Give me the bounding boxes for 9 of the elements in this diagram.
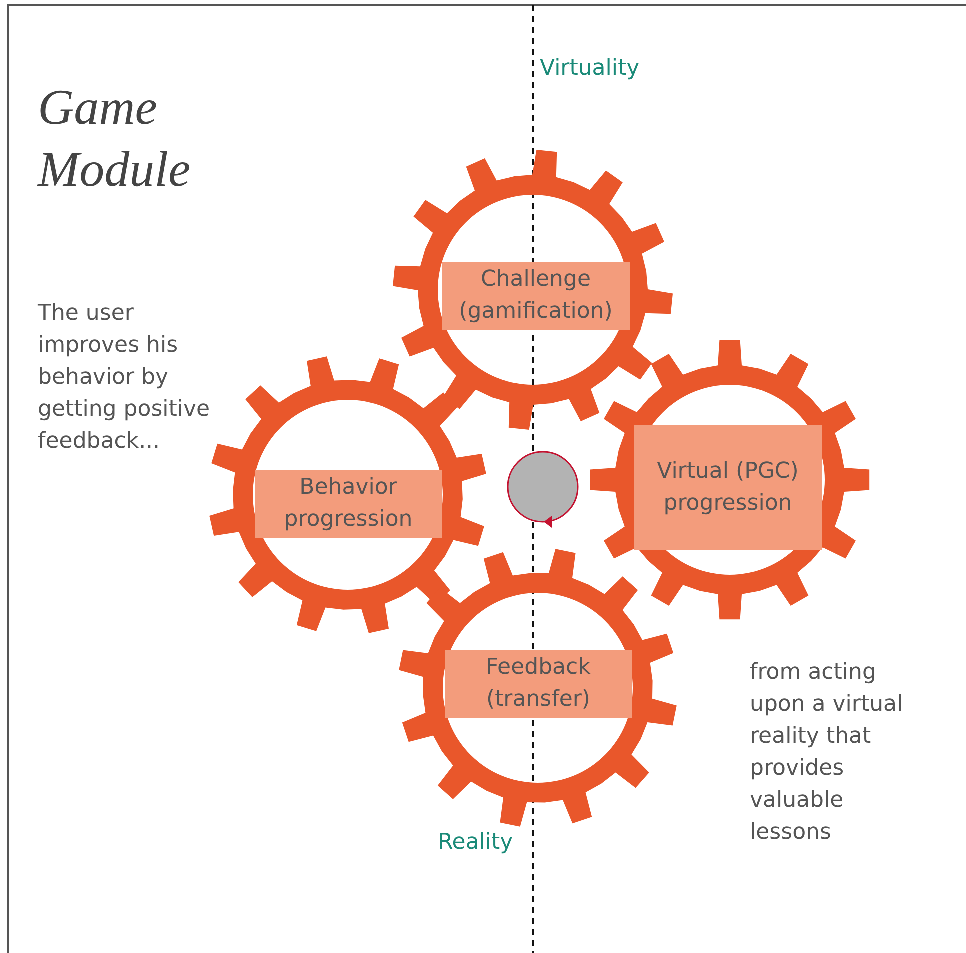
axis-label: Virtuality (540, 55, 640, 83)
description-text: The user improves his behavior by getting positive feedback... (38, 300, 212, 456)
description-text: from acting upon a virtual reality that provides valuable lessons (750, 659, 904, 847)
gear-label: Challenge (gamification) (442, 262, 630, 330)
axis-label: Reality (438, 829, 514, 857)
gear-label: Feedback (transfer) (445, 650, 632, 718)
title: Game Module (38, 78, 192, 199)
gear-label: Virtual (PGC) progression (634, 425, 822, 550)
gear-label: Behavior progression (255, 470, 442, 538)
